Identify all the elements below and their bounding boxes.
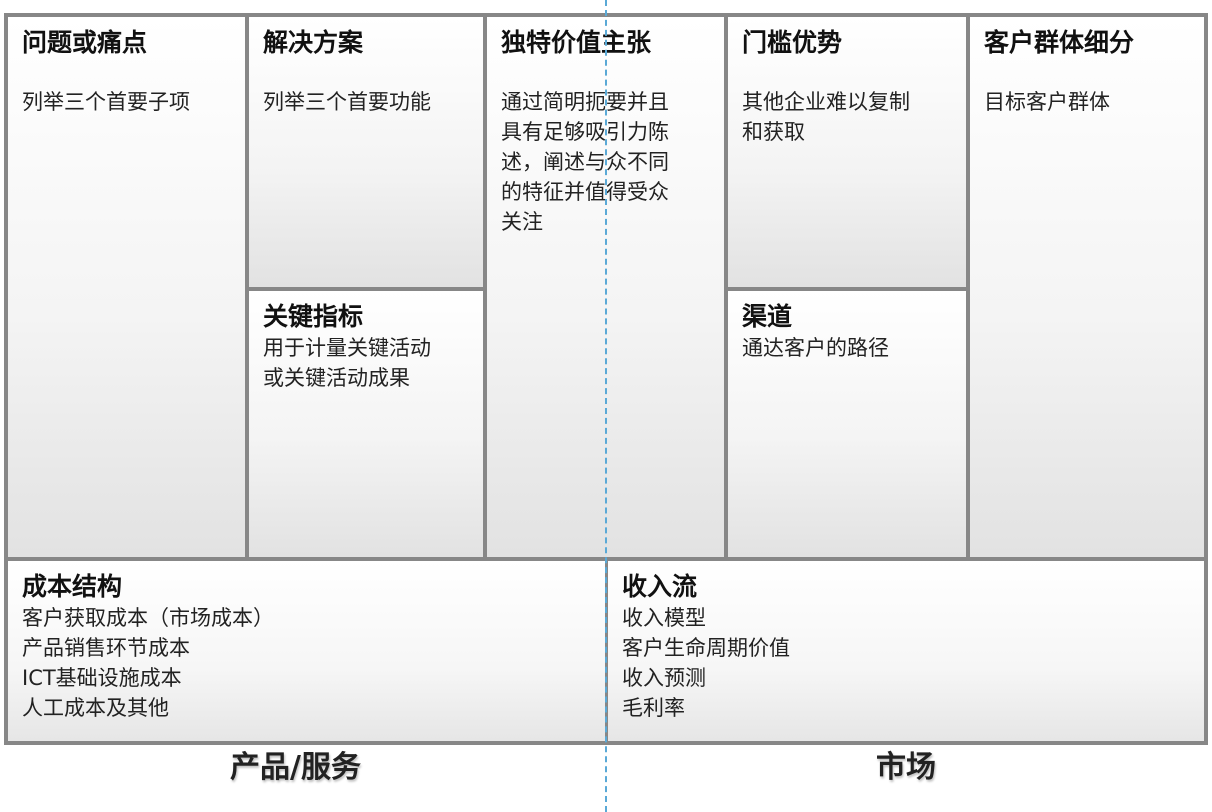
cost-structure-line: ICT基础设施成本 xyxy=(22,666,182,690)
key-metrics-desc: 用于计量关键活动 或关键活动成果 xyxy=(263,336,431,390)
unfair-advantage-desc: 其他企业难以复制 和获取 xyxy=(742,90,910,144)
revenue-streams-line: 客户生命周期价值 xyxy=(622,636,790,660)
channels-cell: 渠道 通达客户的路径 xyxy=(728,291,966,557)
customer-segments-cell: 客户群体细分 目标客户群体 xyxy=(970,17,1204,557)
cost-structure-line: 人工成本及其他 xyxy=(22,696,169,720)
cost-structure-title: 成本结构 xyxy=(22,572,123,601)
revenue-streams-cell: 收入流 收入模型 客户生命周期价值 收入预测 毛利率 xyxy=(608,561,1204,741)
cost-structure-line: 产品销售环节成本 xyxy=(22,636,190,660)
solution-desc: 列举三个首要功能 xyxy=(263,90,431,114)
problem-desc: 列举三个首要子项 xyxy=(22,90,190,114)
unfair-advantage-cell: 门槛优势 其他企业难以复制 和获取 xyxy=(728,17,966,287)
revenue-streams-line: 收入预测 xyxy=(622,666,706,690)
key-metrics-cell: 关键指标 用于计量关键活动 或关键活动成果 xyxy=(249,291,483,557)
market-label: 市场 xyxy=(876,750,936,785)
key-metrics-title: 关键指标 xyxy=(263,302,364,331)
solution-title: 解决方案 xyxy=(263,28,364,57)
customer-segments-desc: 目标客户群体 xyxy=(984,90,1110,114)
uvp-title: 独特价值主张 xyxy=(501,28,652,57)
channels-title: 渠道 xyxy=(742,302,793,331)
problem-title: 问题或痛点 xyxy=(22,28,148,57)
solution-cell: 解决方案 列举三个首要功能 xyxy=(249,17,483,287)
channels-desc: 通达客户的路径 xyxy=(742,336,889,360)
problem-cell: 问题或痛点 列举三个首要子项 xyxy=(8,17,245,557)
revenue-streams-title: 收入流 xyxy=(622,572,698,601)
revenue-streams-line: 收入模型 xyxy=(622,606,706,630)
customer-segments-title: 客户群体细分 xyxy=(984,28,1135,57)
center-divider xyxy=(605,0,607,812)
product-service-label: 产品/服务 xyxy=(230,750,361,785)
cost-structure-cell: 成本结构 客户获取成本（市场成本） 产品销售环节成本 ICT基础设施成本 人工成… xyxy=(8,561,605,741)
uvp-desc: 通过简明扼要并且 具有足够吸引力陈 述，阐述与众不同 的特征并值得受众 关注 xyxy=(501,90,669,234)
cost-structure-line: 客户获取成本（市场成本） xyxy=(22,606,274,630)
unfair-advantage-title: 门槛优势 xyxy=(742,28,843,57)
revenue-streams-line: 毛利率 xyxy=(622,696,685,720)
